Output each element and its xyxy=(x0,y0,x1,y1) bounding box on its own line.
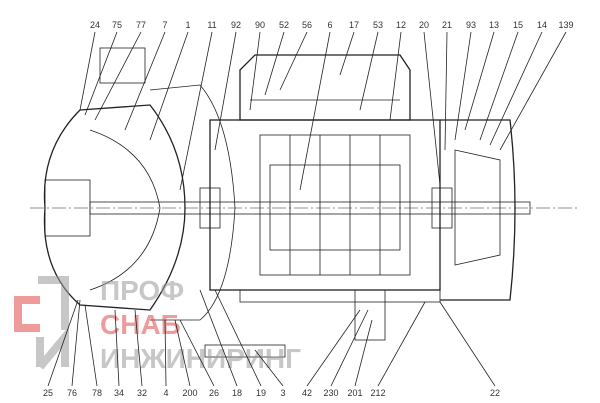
leader-line xyxy=(377,301,426,387)
leader-line xyxy=(299,31,331,191)
leader-line xyxy=(179,31,213,191)
watermark-line2: СНАБ xyxy=(100,309,181,340)
part-label-92: 92 xyxy=(231,20,241,30)
leader-line xyxy=(71,299,81,387)
leader-line xyxy=(279,31,308,91)
leader-line xyxy=(149,31,189,141)
leader-line xyxy=(439,301,496,387)
motor-housing xyxy=(209,119,441,291)
part-label-22: 22 xyxy=(490,388,500,398)
part-label-12: 12 xyxy=(396,20,406,30)
part-label-53: 53 xyxy=(373,20,383,30)
part-label-13: 13 xyxy=(489,20,499,30)
leader-line xyxy=(134,309,143,387)
leader-line xyxy=(489,31,543,146)
part-label-32: 32 xyxy=(137,388,147,398)
leader-line xyxy=(254,349,284,387)
part-label-201: 201 xyxy=(347,388,362,398)
part-label-17: 17 xyxy=(349,20,359,30)
suction-inlet xyxy=(44,179,91,237)
leader-line xyxy=(389,31,402,121)
leader-line xyxy=(499,31,567,151)
impeller xyxy=(89,129,161,291)
leader-line xyxy=(84,304,98,387)
part-label-4: 4 xyxy=(163,388,168,398)
leader-line xyxy=(164,319,167,387)
part-label-20: 20 xyxy=(419,20,429,30)
leader-line xyxy=(339,31,355,76)
part-label-26: 26 xyxy=(209,388,219,398)
part-label-21: 21 xyxy=(442,20,452,30)
watermark-line3: ИНЖИНИРИНГ xyxy=(100,343,301,374)
volute-casing xyxy=(43,104,186,311)
leader-line xyxy=(444,31,448,151)
part-label-56: 56 xyxy=(302,20,312,30)
leader-line xyxy=(454,31,472,141)
leader-line xyxy=(124,31,166,131)
leader-line xyxy=(199,289,238,387)
part-label-52: 52 xyxy=(279,20,289,30)
pump-foot xyxy=(204,344,286,358)
part-label-34: 34 xyxy=(114,388,124,398)
leader-line xyxy=(479,31,519,141)
stator xyxy=(259,134,411,276)
fan-cover xyxy=(440,119,516,301)
part-label-11: 11 xyxy=(207,20,216,30)
terminal-box xyxy=(239,54,411,121)
cooling-fan xyxy=(454,149,501,266)
leader-line xyxy=(214,289,262,387)
leader-line xyxy=(114,309,120,387)
leader-line xyxy=(174,319,191,387)
part-label-77: 77 xyxy=(136,20,146,30)
leader-line xyxy=(264,31,285,96)
part-label-42: 42 xyxy=(302,388,312,398)
rotor xyxy=(269,164,401,251)
part-label-76: 76 xyxy=(67,388,77,398)
part-label-230: 230 xyxy=(323,388,338,398)
leader-line xyxy=(214,31,237,151)
pump-cover xyxy=(149,84,236,321)
stator-windings xyxy=(289,135,381,275)
bottom-part-labels: 25 76 78 34 32 4 200 26 18 19 3 42 230 201 212 22 xyxy=(43,289,500,398)
motor-foot xyxy=(354,289,386,341)
part-label-15: 15 xyxy=(513,20,523,30)
part-label-212: 212 xyxy=(370,388,385,398)
part-label-24: 24 xyxy=(90,20,100,30)
leader-line xyxy=(354,319,373,387)
part-label-19: 19 xyxy=(256,388,266,398)
front-bearing xyxy=(199,187,221,229)
leader-line xyxy=(359,31,379,111)
rear-bearing xyxy=(431,187,453,229)
leader-line xyxy=(306,309,361,387)
leader-line xyxy=(84,31,118,116)
discharge-outlet xyxy=(99,47,146,84)
leader-line xyxy=(330,309,369,387)
watermark-line1: ПРОФ xyxy=(100,275,184,306)
part-label-78: 78 xyxy=(92,388,102,398)
part-label-139: 139 xyxy=(558,20,573,30)
shaft xyxy=(89,201,531,215)
part-label-75: 75 xyxy=(112,20,122,30)
part-label-1: 1 xyxy=(185,20,190,30)
leader-line xyxy=(79,31,96,111)
leader-line xyxy=(94,31,142,121)
leader-line xyxy=(179,319,215,387)
motor-base xyxy=(239,289,441,303)
part-label-18: 18 xyxy=(232,388,242,398)
watermark-logo: ПРОФ СНАБ ИНЖИНИРИНГ xyxy=(14,275,301,374)
part-label-6: 6 xyxy=(327,20,332,30)
part-label-3: 3 xyxy=(280,388,285,398)
part-label-200: 200 xyxy=(182,388,197,398)
part-label-93: 93 xyxy=(466,20,476,30)
part-label-7: 7 xyxy=(162,20,167,30)
leader-line xyxy=(47,299,79,387)
leader-line xyxy=(249,31,261,111)
part-label-90: 90 xyxy=(255,20,265,30)
part-label-25: 25 xyxy=(43,388,53,398)
leader-line xyxy=(464,31,495,131)
part-label-14: 14 xyxy=(537,20,547,30)
leader-line xyxy=(423,31,441,186)
